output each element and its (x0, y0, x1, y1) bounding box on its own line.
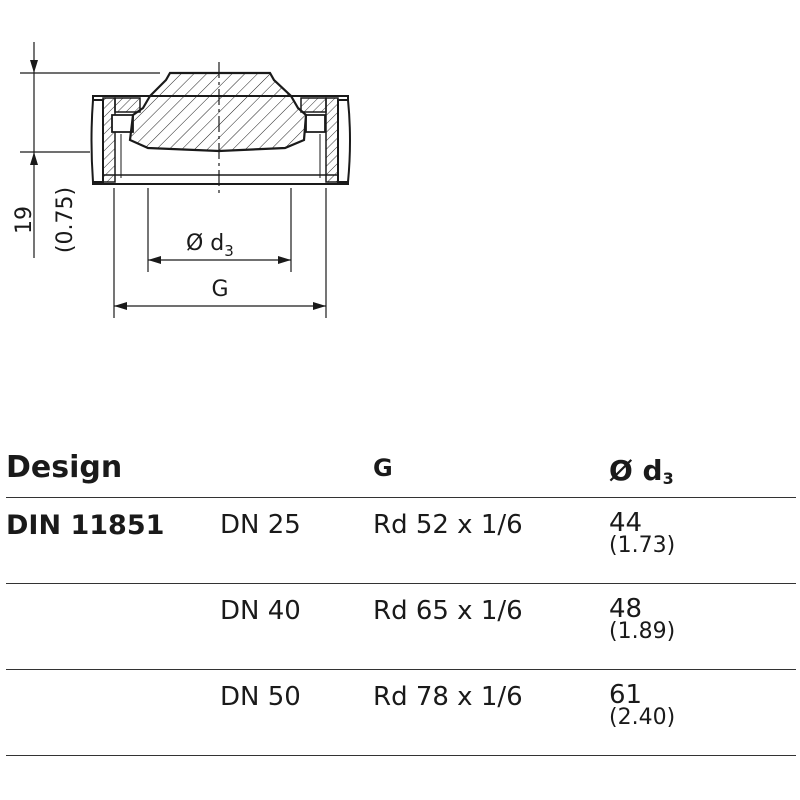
cell-g: Rd 78 x 1/6 (373, 682, 523, 712)
cell-g: Rd 52 x 1/6 (373, 510, 523, 540)
cell-d3: 44(1.73) (609, 508, 676, 558)
seal-cross-section (90, 62, 351, 196)
cell-dn: DN 50 (220, 682, 301, 712)
header-g: G (373, 454, 393, 482)
d3-label: Ø d3 (186, 231, 234, 260)
dimension-lines (20, 42, 327, 318)
table-row: DIN 11851 DN 25 Rd 52 x 1/6 44(1.73) (6, 498, 796, 584)
table-header: Design G Ø d3 (6, 440, 796, 498)
cell-d3: 61(2.40) (609, 680, 676, 730)
cell-d3: 48(1.89) (609, 594, 676, 644)
right-wall (325, 97, 339, 183)
header-design: Design (6, 450, 123, 485)
g-label: G (211, 277, 228, 302)
spec-table: Design G Ø d3 DIN 11851 DN 25 Rd 52 x 1/… (6, 440, 796, 756)
table-row: DN 50 Rd 78 x 1/6 61(2.40) (6, 670, 796, 756)
height-value-mm: 19 (12, 206, 37, 234)
table-row: DN 40 Rd 65 x 1/6 48(1.89) (6, 584, 796, 670)
left-wall (102, 97, 116, 183)
height-value-inch: (0.75) (53, 187, 78, 253)
height-dimension-label: 19 (0.75) (12, 187, 78, 253)
cell-g: Rd 65 x 1/6 (373, 596, 523, 626)
cell-dn: DN 25 (220, 510, 301, 540)
nut-right-ring (337, 99, 351, 183)
seal-left-lip (111, 114, 134, 133)
header-d3: Ø d3 (609, 454, 674, 488)
cell-design: DIN 11851 (6, 510, 165, 541)
nut-left-ring (90, 99, 104, 183)
cell-dn: DN 40 (220, 596, 301, 626)
blind-plug (128, 71, 308, 153)
technical-drawing: 19 (0.75) Ø d3 G (12, 42, 351, 318)
seal-right-lip (305, 114, 326, 133)
